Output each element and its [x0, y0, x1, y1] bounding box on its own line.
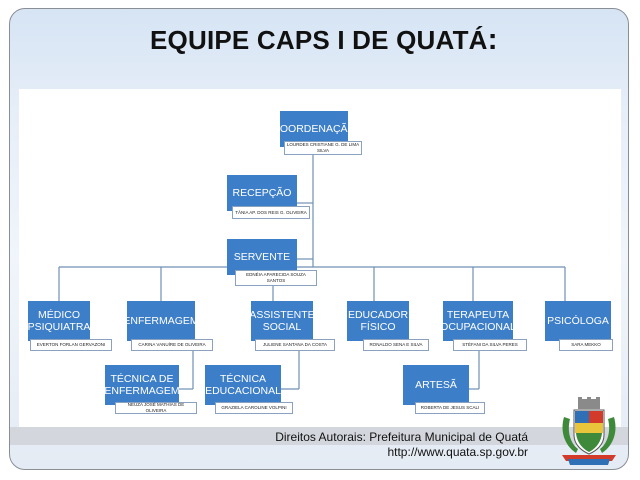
node-tecnica-educacional-name: GRAZIELA CAROLINE VOLPINI — [215, 402, 293, 414]
node-educador-fisico: EDUCADOR FÍSICO — [347, 301, 409, 341]
node-servente: SERVENTE — [227, 239, 297, 275]
node-enfermagem-name: CARINA VANUÍRE DE OLIVEIRA — [131, 339, 213, 351]
node-artesa: ARTESÃ — [403, 365, 469, 405]
website-link[interactable]: http://www.quata.sp.gov.br — [387, 445, 528, 459]
node-medico-psiquiatra-name: EVERTON FORLAN GERVAZONI — [30, 339, 112, 351]
node-tecnica-enfermagem: TÉCNICA DE ENFERMAGEM — [104, 365, 180, 405]
node-tecnica-enfermagem-name: NEUZA JOSÉ MATHIAS DE OLIVEIRA — [115, 402, 197, 414]
node-educador-fisico-name: RONALDO SENA E SILVA — [363, 339, 429, 351]
node-assistente-social-name: JULIENE SANTANA DA COSTA — [255, 339, 335, 351]
node-recepcao: RECEPÇÃO — [227, 175, 297, 211]
node-enfermagem: ENFERMAGEM — [123, 301, 199, 341]
node-terapeuta-ocupacional: TERAPEUTA OCUPACIONAL — [440, 301, 516, 341]
node-tecnica-educacional: TÉCNICA EDUCACIONAL — [205, 365, 281, 405]
org-chart: COORDENAÇÃO LOURDES CRISTIANE G. DE LIMA… — [19, 89, 621, 432]
node-coordenacao-name: LOURDES CRISTIANE G. DE LIMA SILVA — [284, 141, 362, 155]
node-psicologa-name: SARA MEKKO — [559, 339, 613, 351]
slide-title: EQUIPE CAPS I DE QUATÁ: — [150, 23, 498, 56]
coat-of-arms-icon — [562, 397, 616, 465]
copyright-text: Direitos Autorais: Prefeitura Municipal … — [275, 430, 528, 444]
node-psicologa: PSICÓLOGA — [545, 301, 611, 341]
footer-band — [10, 427, 628, 445]
node-servente-name: EDNÉIA APARECIDA SOUZA SANTOS — [235, 270, 317, 286]
node-terapeuta-ocupacional-name: STÉFANI DA SILVA PERES — [453, 339, 527, 351]
node-artesa-name: ROBERTA DE JESUS SCALI — [415, 402, 485, 414]
node-recepcao-name: TÂNIA AP. DOS REIS G. OLIVEIRA — [232, 206, 310, 219]
slide: EQUIPE CAPS I DE QUATÁ: — [9, 8, 629, 470]
node-medico-psiquiatra: MÉDICO PSIQUIATRA — [28, 301, 90, 341]
footer-credits: Direitos Autorais: Prefeitura Municipal … — [275, 430, 528, 460]
node-assistente-social: ASSISTENTE SOCIAL — [249, 301, 315, 341]
